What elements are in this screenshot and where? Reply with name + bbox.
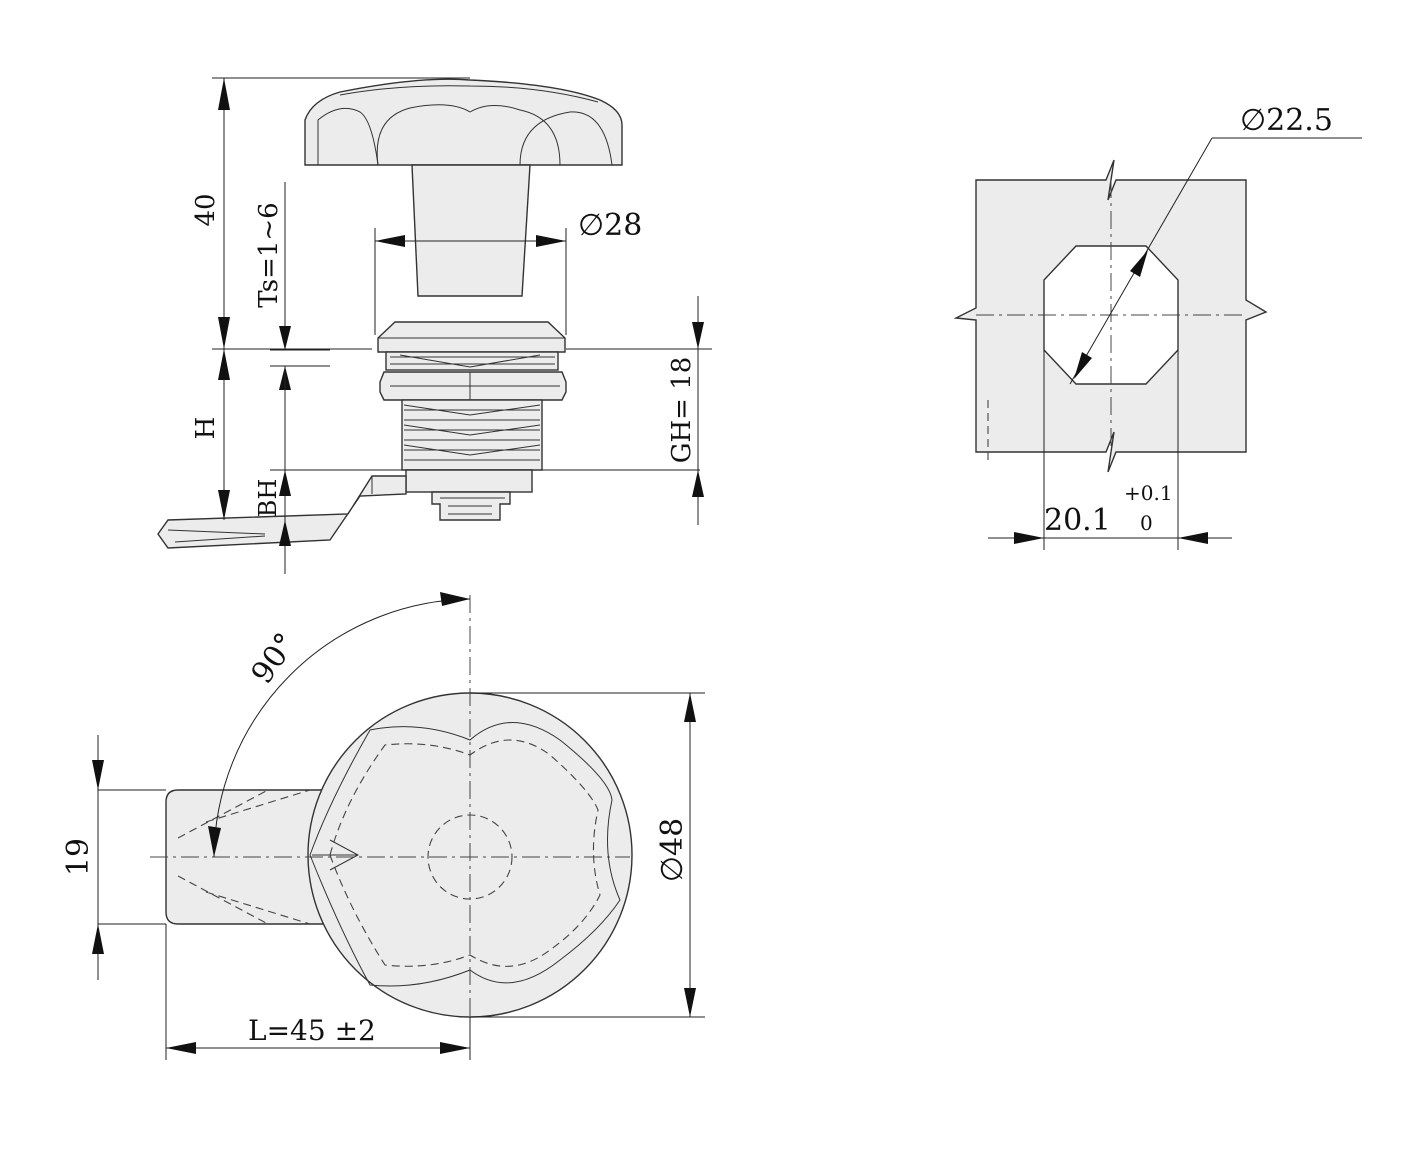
dim-length: L=45 ±2 — [248, 1014, 376, 1047]
knob-side — [304, 78, 623, 166]
stem — [411, 164, 531, 297]
spring-washer — [385, 351, 559, 371]
dim-tolerance-upper: +0.1 — [1124, 481, 1173, 505]
dim-diameter-28: ∅28 — [578, 208, 642, 243]
side-view: 40 Ts=1~6 H BH GH= 18 ∅28 — [157, 77, 712, 574]
dim-cutout-width: 20.1 — [1044, 503, 1111, 538]
dim-ts: Ts=1~6 — [254, 202, 284, 307]
dim-angle-90: 90° — [245, 627, 304, 691]
dim-40: 40 — [191, 193, 221, 226]
dim-19: 19 — [61, 838, 96, 876]
dim-h: H — [191, 417, 221, 440]
top-view: 90° 19 ∅48 L=45 ±2 — [61, 592, 705, 1060]
dim-diameter-48: ∅48 — [655, 818, 690, 882]
dim-bh: BH — [254, 479, 282, 518]
panel-cutout-view: ∅22.5 20.1 +0.1 0 — [953, 103, 1362, 550]
cam — [157, 475, 407, 549]
dim-tolerance-lower: 0 — [1140, 511, 1153, 535]
flange — [377, 321, 566, 353]
dim-gh: GH= 18 — [667, 357, 697, 464]
dim-cutout-diameter: ∅22.5 — [1240, 103, 1333, 138]
